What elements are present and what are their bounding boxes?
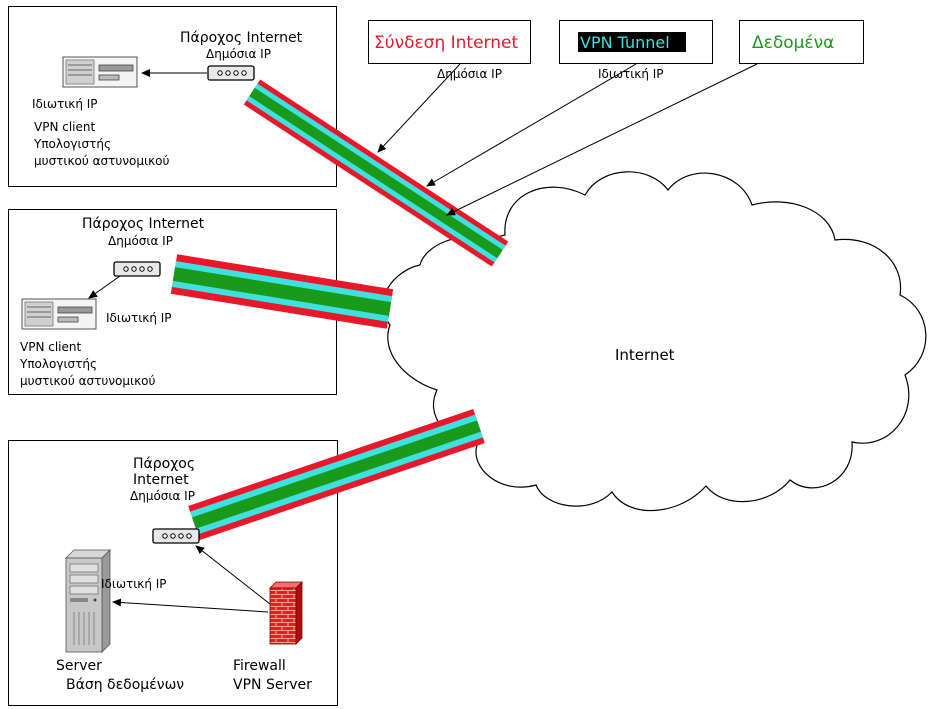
server-tower-icon [65,549,111,653]
site2-router-to-pc-arrow [88,275,121,299]
site3-private-ip: Ιδιωτική IP [101,577,167,591]
vpn-tunnel-2 [170,254,394,329]
router-icon [207,65,255,81]
legend-vpn-label: VPN Tunnel [580,33,670,52]
site2-desc-owner: μυστικού αστυνομικού [20,374,155,388]
site3-isp-label-2: Internet [133,472,189,488]
legend-vpn-highlight [578,32,686,52]
server-label: Server [56,658,102,674]
firewall-label-vpn: VPN Server [233,677,312,693]
legend-data-box [739,20,864,64]
site2-public-ip: Δημόσια IP [108,234,173,248]
site1-isp-label: Πάροχος Internet [180,30,303,46]
site1-private-ip: Ιδιωτική IP [32,97,98,111]
legend-internet-sublabel: Δημόσια IP [437,67,502,81]
server-label-db: Βάση δεδομένων [66,677,184,693]
site2-private-ip: Ιδιωτική IP [106,311,172,325]
router-icon [152,528,200,544]
router-icon [113,261,161,277]
site1-desc-computer: Υπολογιστής [33,137,111,151]
firewall-icon [269,581,303,645]
legend-data-arrow [446,63,758,216]
legend-vpn-arrow [426,63,637,187]
cloud-label: Internet [615,346,675,364]
site2-isp-label: Πάροχος Internet [82,216,205,232]
site2-desc-vpn-client: VPN client [20,340,81,354]
site1-desc-vpn-client: VPN client [34,120,95,134]
site3-public-ip: Δημόσια IP [130,489,195,503]
firewall-to-server-arrow [112,598,269,613]
legend-internet-arrow [377,63,461,153]
vpn-tunnel-1 [243,79,509,267]
legend-internet-box [368,20,531,64]
legend-data-label: Δεδομένα [752,33,834,53]
site1-desc-owner: μυστικού αστυνομικού [34,154,169,168]
desktop-pc-icon [62,56,138,88]
site3-isp-label-1: Πάροχος [133,456,195,472]
desktop-pc-icon [21,298,97,330]
internet-cloud [382,171,927,512]
legend-vpn-sublabel: Ιδιωτική IP [598,67,664,81]
firewall-label: Firewall [233,658,286,674]
vpn-tunnel-3 [188,408,485,541]
firewall-to-router-arrow [195,545,271,605]
legend-internet-label: Σύνδεση Internet [374,33,518,53]
site1-public-ip: Δημόσια IP [206,47,271,61]
site2-desc-computer: Υπολογιστής [19,357,97,371]
